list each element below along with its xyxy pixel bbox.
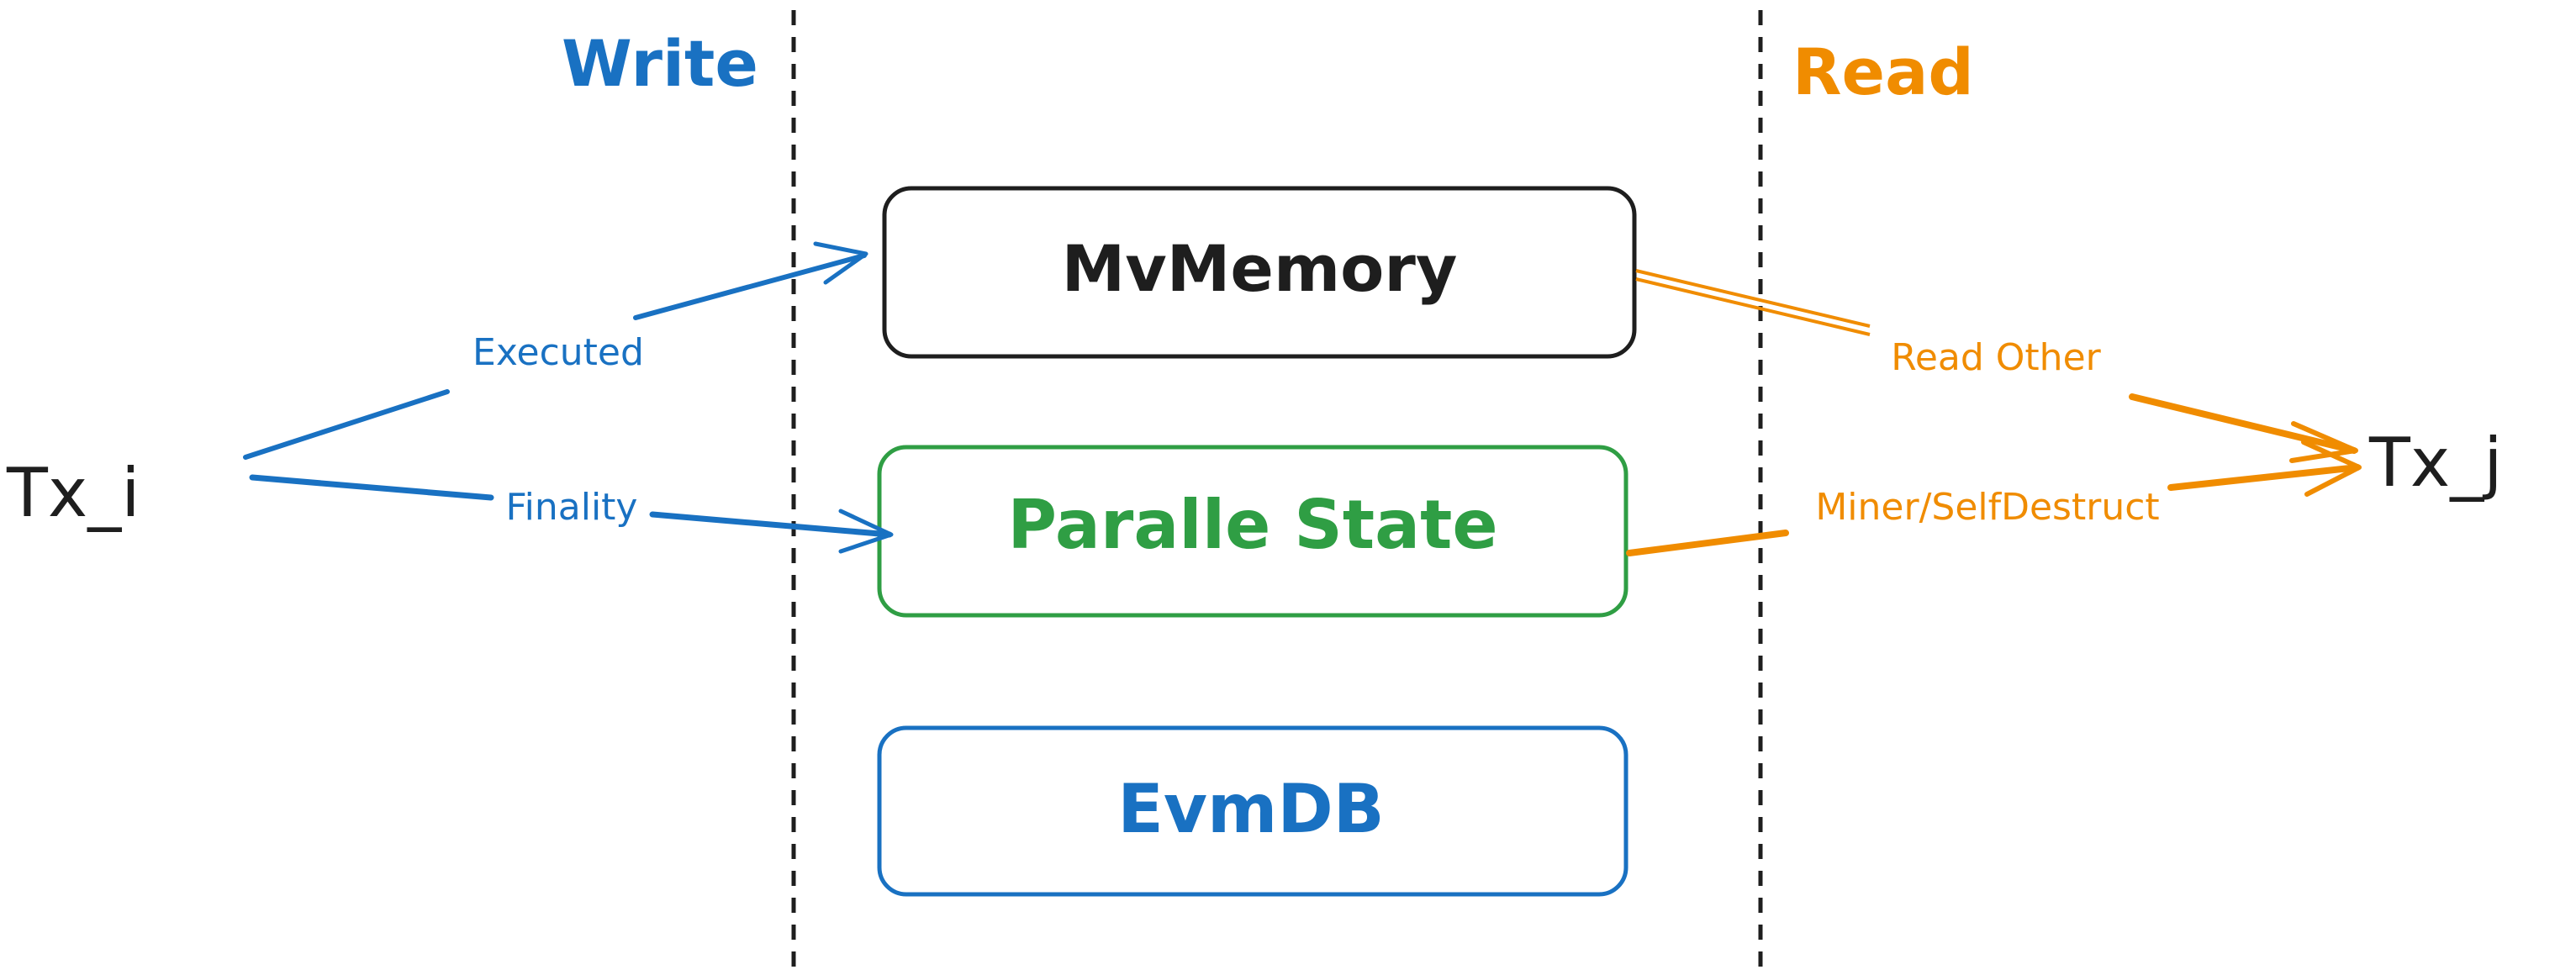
miner-selfdestruct-label: Miner/SelfDestruct	[1815, 486, 2159, 529]
tx-j-label: Tx_j	[2368, 424, 2502, 502]
executed-label: Executed	[472, 331, 644, 374]
parallel-state-label: Paralle State	[1007, 486, 1497, 564]
finality-arrowhead	[838, 509, 894, 554]
tx-i-label: Tx_i	[6, 454, 140, 532]
evmdb-label: EvmDB	[1117, 770, 1385, 848]
write-heading: Write	[562, 26, 758, 101]
read-other-label: Read Other	[1891, 336, 2101, 379]
read-other-arrow	[2129, 393, 2357, 454]
mvmemory-box[interactable]	[882, 186, 1637, 359]
read-heading: Read	[1792, 34, 1974, 109]
miner-selfdestruct-arrow-right	[2167, 464, 2361, 491]
evmdb-box[interactable]	[877, 725, 1628, 897]
miner-selfdestruct-arrow-left	[1626, 530, 1789, 556]
miner-selfdestruct-arrowhead	[2301, 440, 2362, 497]
executed-arrowhead	[813, 241, 868, 285]
finality-label: Finality	[506, 486, 638, 529]
finality-arrow	[249, 474, 893, 538]
executed-arrow	[243, 253, 867, 460]
read-other-line	[1635, 269, 1871, 328]
read-other-line-double	[1635, 277, 1871, 336]
mvmemory-label: MvMemory	[1062, 231, 1458, 306]
read-other-arrowhead	[2289, 421, 2358, 463]
